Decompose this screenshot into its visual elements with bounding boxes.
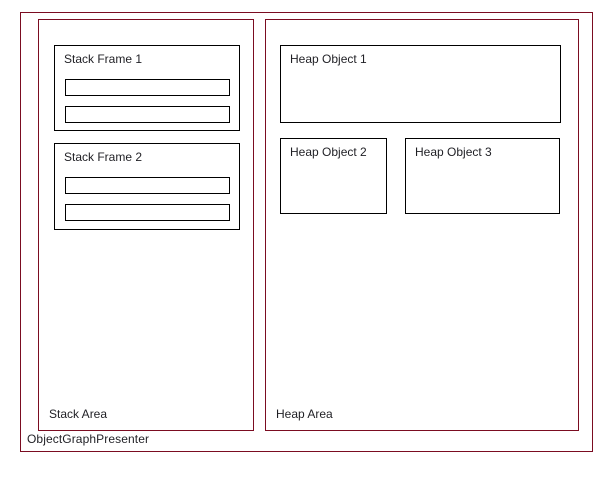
stack-area-label: Stack Area bbox=[49, 407, 108, 421]
heap-object-2[interactable]: Heap Object 2 bbox=[280, 138, 387, 214]
stack-frame-2[interactable]: Stack Frame 2 bbox=[54, 143, 240, 230]
heap-object-3[interactable]: Heap Object 3 bbox=[405, 138, 560, 214]
stack-frame-1-slot-2[interactable] bbox=[65, 106, 230, 123]
object-graph-presenter: Stack Frame 1 Stack Frame 2 Stack Area H… bbox=[20, 12, 593, 452]
stack-area-panel: Stack Frame 1 Stack Frame 2 Stack Area bbox=[38, 19, 254, 431]
presenter-label: ObjectGraphPresenter bbox=[27, 432, 150, 446]
heap-object-1[interactable]: Heap Object 1 bbox=[280, 45, 561, 123]
heap-area-panel: Heap Object 1 Heap Object 2 Heap Object … bbox=[265, 19, 579, 431]
heap-object-1-title: Heap Object 1 bbox=[290, 52, 367, 66]
stack-frame-1[interactable]: Stack Frame 1 bbox=[54, 45, 240, 131]
stack-frame-1-slot-1[interactable] bbox=[65, 79, 230, 96]
heap-object-2-title: Heap Object 2 bbox=[290, 145, 367, 159]
stack-frame-1-title: Stack Frame 1 bbox=[64, 52, 143, 66]
stack-frame-2-slot-2[interactable] bbox=[65, 204, 230, 221]
stack-frame-2-title: Stack Frame 2 bbox=[64, 150, 143, 164]
heap-area-label: Heap Area bbox=[276, 407, 333, 421]
heap-object-3-title: Heap Object 3 bbox=[415, 145, 492, 159]
stack-frame-2-slot-1[interactable] bbox=[65, 177, 230, 194]
